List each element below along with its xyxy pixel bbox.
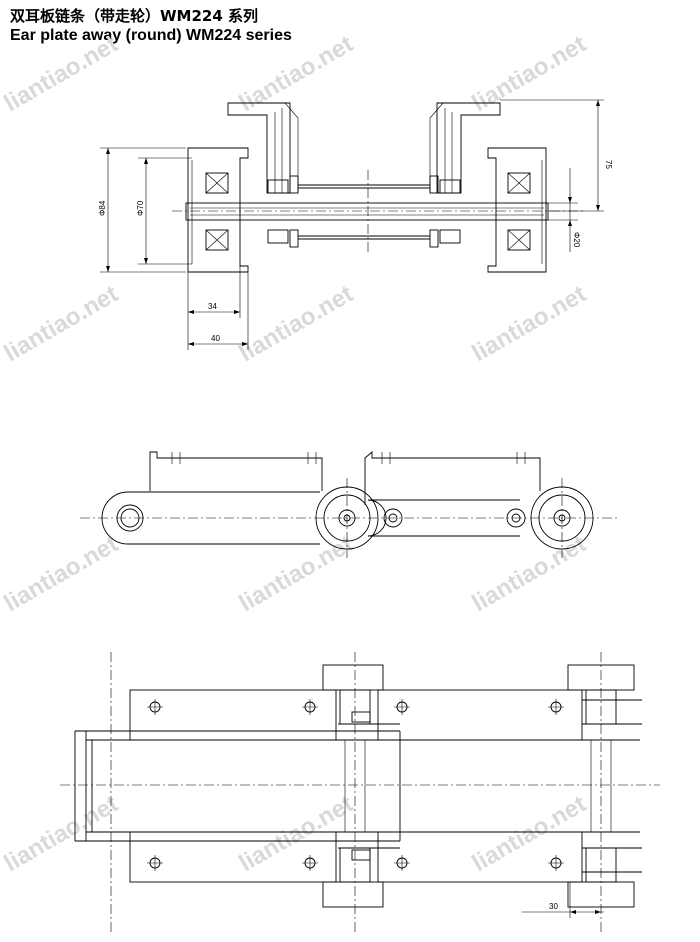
dim-40: 40 — [211, 334, 220, 343]
dim-34: 34 — [208, 302, 217, 311]
title-chinese: 双耳板链条（带走轮）WM224 系列 — [10, 7, 259, 25]
title-block: 双耳板链条（带走轮）WM224 系列 Ear plate away (round… — [10, 6, 292, 46]
watermark-8: liantiao.net — [235, 530, 358, 617]
watermark-5: liantiao.net — [235, 280, 358, 367]
watermark-2: liantiao.net — [235, 30, 358, 117]
title-english: Ear plate away (round) WM224 series — [10, 27, 292, 44]
watermark-1: liantiao.net — [0, 30, 123, 117]
watermark-7: liantiao.net — [0, 530, 123, 617]
side-elevation-view — [80, 451, 620, 558]
watermark-3: liantiao.net — [468, 30, 591, 117]
watermark-11: liantiao.net — [235, 790, 358, 877]
watermark-12: liantiao.net — [468, 790, 591, 877]
plan-view: 30 — [60, 652, 660, 935]
watermarks: liantiao.net liantiao.net liantiao.net l… — [0, 30, 591, 877]
top-section-view: Φ84 Φ70 75 Φ20 34 40 — [98, 99, 613, 350]
dim-phi70: Φ70 — [136, 200, 145, 216]
watermark-9: liantiao.net — [468, 530, 591, 617]
watermark-10: liantiao.net — [0, 790, 123, 877]
dim-phi20: Φ20 — [572, 232, 581, 248]
dim-phi84: Φ84 — [98, 200, 107, 216]
watermark-6: liantiao.net — [468, 280, 591, 367]
watermark-4: liantiao.net — [0, 280, 123, 367]
bolt-holes — [147, 699, 564, 871]
dim-75: 75 — [604, 160, 613, 169]
dim-30: 30 — [549, 902, 558, 911]
